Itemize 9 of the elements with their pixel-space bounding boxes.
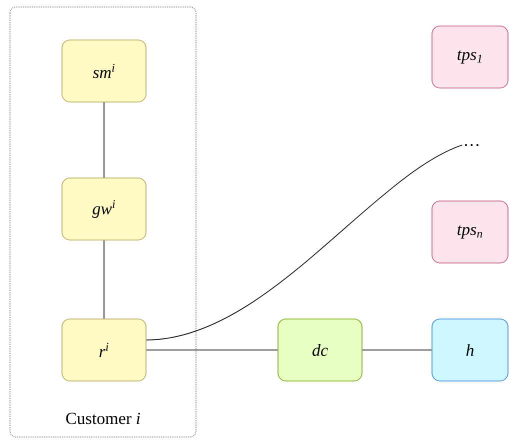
node-box: sm$^{i}$ (62, 40, 146, 102)
node-box: r$^{i}$ (62, 318, 146, 382)
node-box: tps$_{1}$ (432, 26, 508, 88)
node-box: tps$_{n}$ (432, 200, 508, 264)
connector-line (146, 144, 463, 340)
ellipsis-text: … (465, 144, 478, 146)
node-box: gw$^{i}$ (62, 178, 146, 240)
node-box: h (432, 318, 508, 382)
node-box: dc (278, 318, 362, 382)
